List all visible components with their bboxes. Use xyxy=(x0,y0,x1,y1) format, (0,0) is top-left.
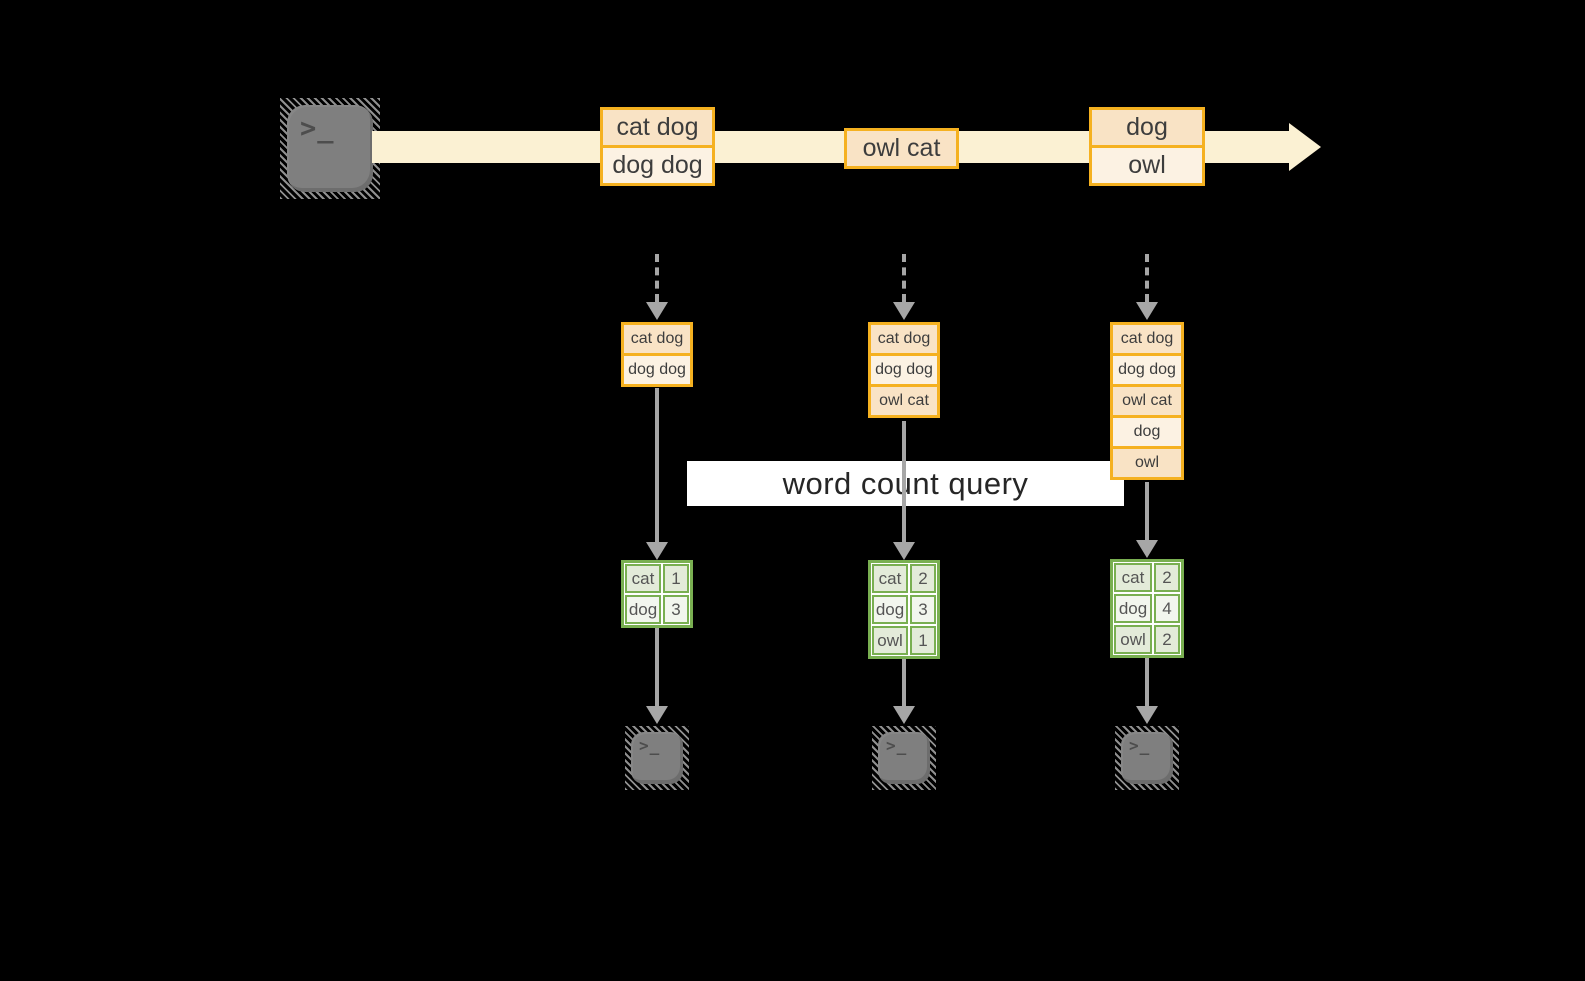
word-cell: dog xyxy=(1114,594,1152,623)
count-cell: 2 xyxy=(1154,625,1180,654)
state-box-2: cat dog dog dog owl cat xyxy=(868,322,940,418)
word-cell: dog xyxy=(625,595,661,624)
arrowhead-icon xyxy=(893,706,915,724)
count-cell: 3 xyxy=(663,595,689,624)
arrowhead-icon xyxy=(646,706,668,724)
state-row: cat dog xyxy=(624,325,690,353)
result-row: owl 2 xyxy=(1114,625,1180,654)
word-cell: cat xyxy=(625,564,661,593)
result-row: owl 1 xyxy=(872,626,936,655)
state-row: owl cat xyxy=(1113,387,1181,415)
dashed-arrow-line xyxy=(902,254,906,302)
arrow-line xyxy=(902,659,906,708)
dashed-arrowhead-icon xyxy=(646,302,668,320)
arrowhead-icon xyxy=(893,542,915,560)
record-row: cat dog xyxy=(603,110,712,145)
state-box-1: cat dog dog dog xyxy=(621,322,693,387)
arrowhead-icon xyxy=(1136,540,1158,558)
count-cell: 4 xyxy=(1154,594,1180,623)
dashed-arrow-line xyxy=(1145,254,1149,302)
state-row: dog xyxy=(1113,418,1181,446)
arrow-line xyxy=(655,388,659,544)
state-row: dog dog xyxy=(1113,356,1181,384)
word-cell: owl xyxy=(872,626,908,655)
state-box-3: cat dog dog dog owl cat dog owl xyxy=(1110,322,1184,480)
arrowhead-icon xyxy=(1136,706,1158,724)
terminal-body: >_ xyxy=(631,732,683,784)
terminal-body: >_ xyxy=(878,732,930,784)
count-cell: 1 xyxy=(663,564,689,593)
stream-batch-3: dog owl xyxy=(1089,107,1205,186)
state-row: owl xyxy=(1113,449,1181,477)
prompt-icon: >_ xyxy=(639,736,661,755)
terminal-body: >_ xyxy=(1121,732,1173,784)
arrow-line xyxy=(1145,482,1149,542)
sink-terminal-icon: >_ xyxy=(1115,726,1179,790)
dashed-arrowhead-icon xyxy=(1136,302,1158,320)
result-table-2: cat 2 dog 3 owl 1 xyxy=(868,560,940,659)
dashed-arrow-line xyxy=(655,254,659,302)
word-cell: owl xyxy=(1114,625,1152,654)
state-row: dog dog xyxy=(624,356,690,384)
word-cell: cat xyxy=(1114,563,1152,592)
arrowhead-icon xyxy=(646,542,668,560)
state-row: dog dog xyxy=(871,356,937,384)
result-row: dog 3 xyxy=(872,595,936,624)
record-row: owl xyxy=(1092,148,1202,183)
word-cell: cat xyxy=(872,564,908,593)
count-cell: 2 xyxy=(910,564,936,593)
count-cell: 1 xyxy=(910,626,936,655)
stream-batch-1: cat dog dog dog xyxy=(600,107,715,186)
stream-arrowhead-icon xyxy=(1289,123,1321,171)
stream-batch-2: owl cat xyxy=(844,128,959,169)
result-table-1: cat 1 dog 3 xyxy=(621,560,693,628)
prompt-icon: >_ xyxy=(886,736,908,755)
prompt-icon: >_ xyxy=(300,113,335,144)
result-row: dog 3 xyxy=(625,595,689,624)
arrow-line xyxy=(902,421,906,544)
result-table-3: cat 2 dog 4 owl 2 xyxy=(1110,559,1184,658)
count-cell: 2 xyxy=(1154,563,1180,592)
word-cell: dog xyxy=(872,595,908,624)
record-row: dog xyxy=(1092,110,1202,145)
record-row: dog dog xyxy=(603,148,712,183)
arrow-line xyxy=(1145,658,1149,708)
terminal-body: >_ xyxy=(287,105,373,192)
count-cell: 3 xyxy=(910,595,936,624)
arrow-line xyxy=(655,628,659,708)
prompt-icon: >_ xyxy=(1129,736,1151,755)
record-row: owl cat xyxy=(847,131,956,166)
result-row: cat 2 xyxy=(872,564,936,593)
dashed-arrowhead-icon xyxy=(893,302,915,320)
result-row: cat 1 xyxy=(625,564,689,593)
result-row: dog 4 xyxy=(1114,594,1180,623)
state-row: cat dog xyxy=(1113,325,1181,353)
sink-terminal-icon: >_ xyxy=(625,726,689,790)
state-row: owl cat xyxy=(871,387,937,415)
source-terminal-icon: >_ xyxy=(280,98,380,199)
state-row: cat dog xyxy=(871,325,937,353)
sink-terminal-icon: >_ xyxy=(872,726,936,790)
result-row: cat 2 xyxy=(1114,563,1180,592)
